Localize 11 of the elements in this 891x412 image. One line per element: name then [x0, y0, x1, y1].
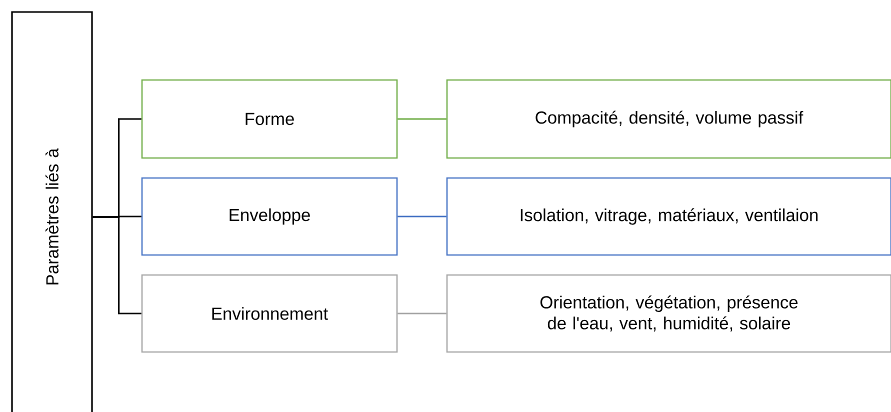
category-box: Environnement [141, 274, 398, 353]
detail-box: Isolation, vitrage, matériaux, ventilaion [446, 177, 891, 256]
category-box: Paramètres liés à [11, 11, 93, 412]
category-box: Forme [141, 79, 398, 159]
detail-box: Compacité, densité, volume passif [446, 79, 891, 159]
detail-box: Orientation, végétation, présence de l'eau, vent, humidité, solaire [446, 274, 891, 353]
connector-line [92, 216, 142, 314]
connector-line [398, 216, 446, 218]
category-box: Enveloppe [141, 177, 398, 256]
connector-line [398, 118, 446, 120]
connector-line [398, 312, 446, 314]
